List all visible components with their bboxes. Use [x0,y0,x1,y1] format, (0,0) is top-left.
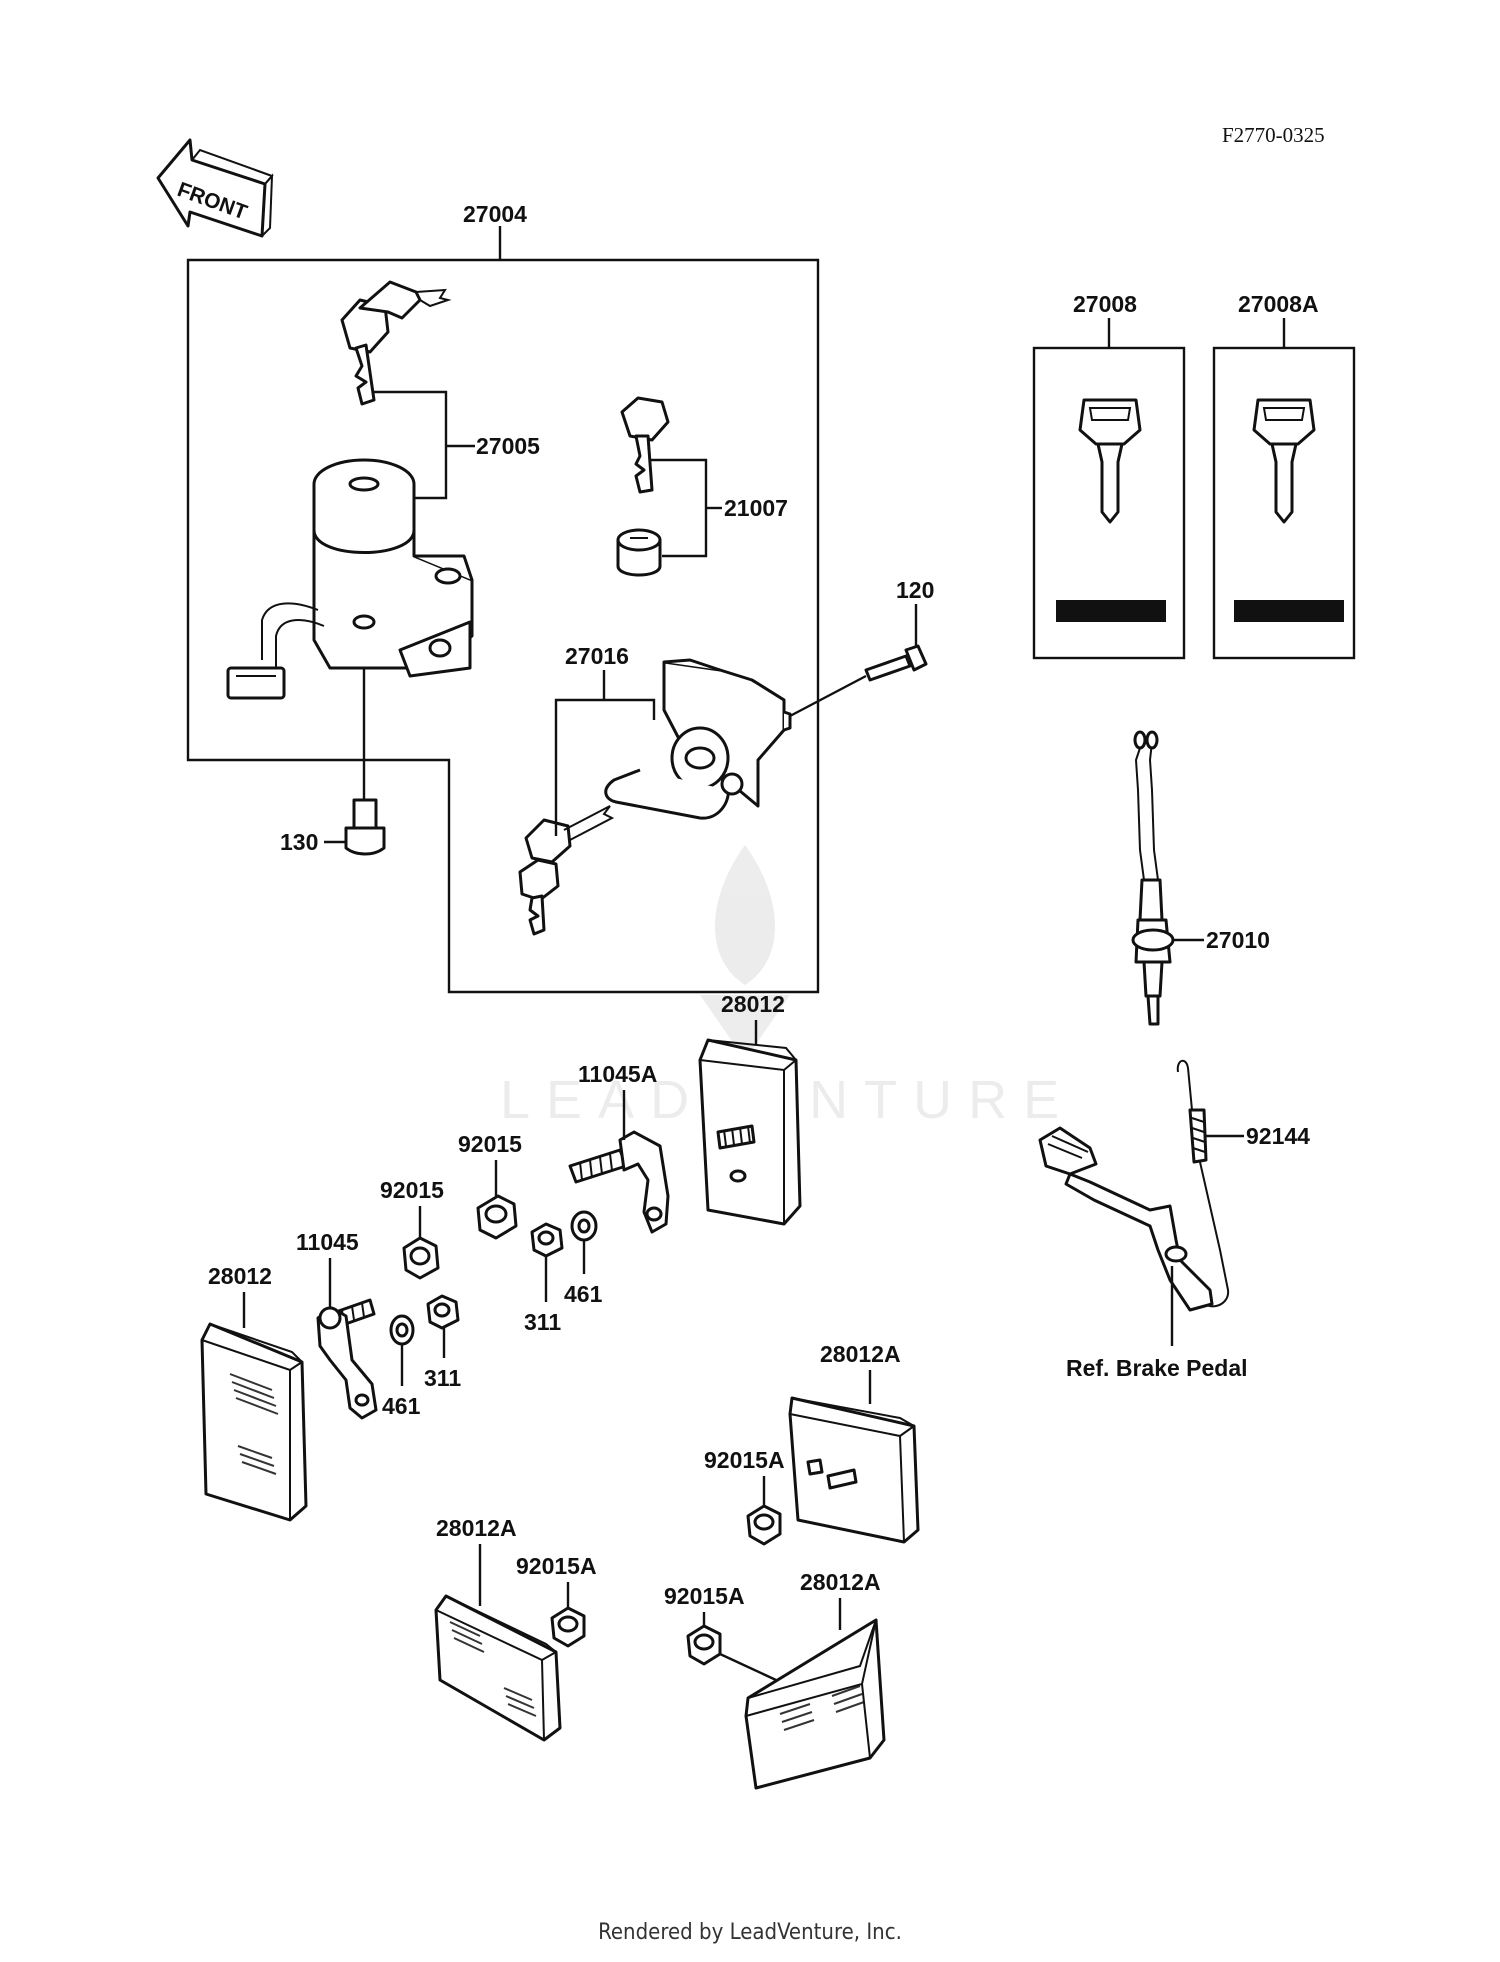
bolt-120 [864,644,928,682]
label-92015-upper: 92015 [458,1131,522,1157]
label-28012A-right: 28012A [820,1341,901,1367]
label-311-lower: 311 [424,1365,461,1391]
front-arrow-icon: FRONT [156,138,274,238]
washer-461-lower [389,1314,415,1346]
label-21007: 21007 [724,495,788,521]
nut-92015-upper [476,1194,518,1240]
reflector-28012-left [200,1322,308,1522]
brake-pedal-ref [1038,1126,1214,1312]
label-311-upper: 311 [524,1309,561,1335]
bracket-11045A [568,1130,670,1234]
ignition-switch-set-box [186,258,820,994]
nut-92015-lower [402,1236,440,1280]
label-92015-lower: 92015 [380,1177,444,1203]
label-27016: 27016 [565,643,629,669]
label-27008: 27008 [1073,291,1137,317]
key-pair-27005 [340,280,452,406]
reflector-28012-top [698,1038,802,1226]
nut-92015A-lower-left [550,1606,586,1648]
brake-light-switch-27010 [1131,730,1175,1026]
label-27008A: 27008A [1238,291,1319,317]
bracket-11045 [316,1298,378,1420]
label-28012A-lower-left: 28012A [436,1515,517,1541]
label-27004: 27004 [463,201,527,227]
key-blank-27008A [1234,398,1344,622]
reflector-pattern [229,1373,279,1475]
seat-lock-27016 [604,658,792,820]
label-28012-left: 28012 [208,1263,272,1289]
label-28012-top: 28012 [721,991,785,1017]
reflector-pattern [449,1621,537,1717]
key-21007 [620,396,670,494]
label-92015A-lower-right: 92015A [664,1583,745,1609]
key-blank-27008 [1056,398,1166,622]
nut-311-upper [530,1222,564,1258]
bolt-130 [344,798,386,856]
label-120: 120 [896,577,934,603]
reflector-28012A-right [788,1396,920,1544]
key-pair-27016 [518,805,615,936]
label-11045A: 11045A [578,1061,657,1087]
reflector-pattern [779,1685,865,1731]
key-cylinder-cap-21007 [616,528,662,577]
label-130: 130 [280,829,318,855]
drawing-code: F2770-0325 [1222,123,1325,147]
ref-brake-pedal-label: Ref. Brake Pedal [1066,1355,1248,1381]
nut-311-lower [426,1294,460,1330]
watermark-flame-logo [700,845,790,1060]
label-11045: 11045 [296,1229,359,1255]
render-credit-footer: Rendered by LeadVenture, Inc. [598,1920,902,1945]
nut-92015A-lower-right [686,1624,722,1666]
label-92015A-right: 92015A [704,1447,785,1473]
reflector-28012A-lower-left [434,1594,562,1742]
nut-92015A-right [746,1504,782,1546]
ignition-switch-body [226,458,474,700]
label-92144: 92144 [1246,1123,1310,1149]
label-92015A-lower-left: 92015A [516,1553,597,1579]
reflector-28012A-lower-right [744,1618,886,1790]
label-461-lower: 461 [382,1393,421,1419]
washer-461-upper [570,1210,598,1242]
label-461-upper: 461 [564,1281,603,1307]
label-27010: 27010 [1206,927,1270,953]
label-27005: 27005 [476,433,540,459]
label-28012A-lower-right: 28012A [800,1569,881,1595]
